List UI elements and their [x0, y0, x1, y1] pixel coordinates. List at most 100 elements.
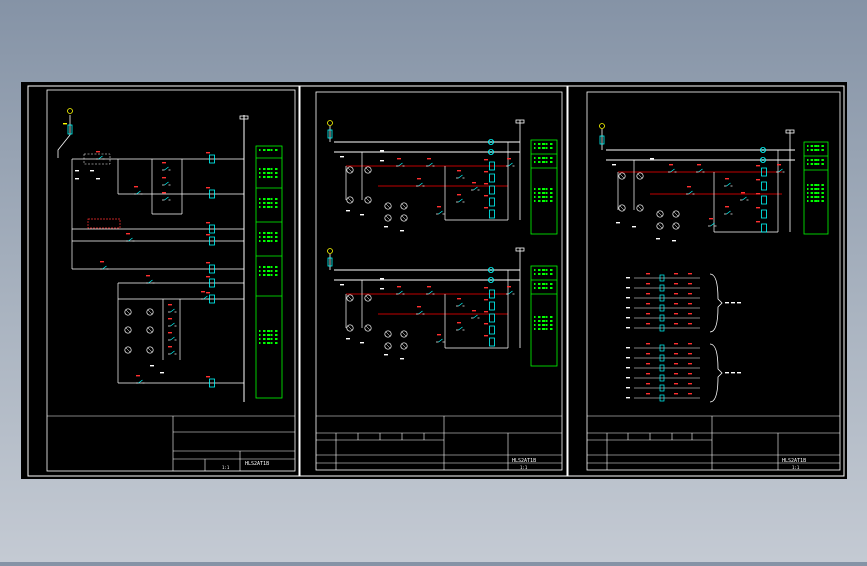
label-mark: [674, 353, 678, 355]
label-mark: [756, 193, 760, 195]
label-mark: [168, 304, 172, 306]
label-mark: [646, 343, 650, 345]
sheet-1-title-block: [47, 415, 295, 471]
annotation-glyph: [817, 184, 820, 186]
annotation-glyph: [271, 232, 273, 234]
label-mark: [646, 313, 650, 315]
input-fuse-symbol: [327, 129, 333, 139]
annotation-glyph: [821, 145, 824, 147]
label-mark: [626, 317, 630, 319]
label-mark: [646, 323, 650, 325]
indicator-lamp-symbol: [364, 294, 372, 302]
annotation-glyph: [542, 320, 546, 322]
label-mark: [484, 311, 488, 313]
label-mark: [626, 357, 630, 359]
annotation-glyph: [275, 202, 278, 204]
label-mark: [206, 187, 210, 189]
label-mark: [646, 363, 650, 365]
annotation-glyph: [550, 324, 553, 326]
annotation-glyph: [807, 200, 809, 202]
annotation-glyph: [275, 334, 278, 336]
annotation-glyph: [267, 330, 271, 332]
contact-blade: [148, 279, 153, 284]
indicator-lamp-symbol: [346, 294, 354, 302]
label-mark: [75, 178, 79, 180]
label-mark: [206, 222, 210, 224]
annotation-glyph: [550, 287, 553, 289]
label-mark: [206, 234, 210, 236]
relay-coil-symbol: [489, 209, 495, 219]
indicator-lamp-symbol: [346, 324, 354, 332]
annotation-glyph: [275, 198, 278, 200]
label-mark: [737, 302, 741, 304]
relay-coil-symbol: [489, 301, 495, 311]
contact-blade: [473, 314, 478, 319]
annotation-glyph: [542, 269, 546, 271]
annotation-glyph: [810, 200, 814, 202]
annotation-glyph: [546, 316, 548, 318]
annotation-glyph: [814, 163, 818, 165]
relay-coil-symbol: [209, 154, 215, 164]
lamp-cross-stroke: [657, 223, 663, 229]
label-mark: [731, 302, 735, 304]
terminal-circle-symbol: [760, 146, 767, 153]
label-mark: [777, 164, 781, 166]
sheet-1: HLS2AT1B 1:1: [27, 85, 300, 477]
annotation-glyph: [550, 192, 553, 194]
label-mark: [162, 177, 166, 179]
label-mark: [417, 306, 421, 308]
annotation-glyph: [259, 266, 261, 268]
label-mark: [162, 192, 166, 194]
indicator-lamp-symbol: [384, 202, 392, 210]
terminal-block: [659, 284, 665, 292]
sheet-1-control-rungs: [71, 158, 244, 384]
annotation-glyph: [538, 283, 541, 285]
annotation-glyph: [534, 200, 536, 202]
label-mark: [437, 206, 441, 208]
label-mark: [626, 287, 630, 289]
label-mark: [646, 383, 650, 385]
lamp-cross-stroke: [125, 309, 131, 315]
contact-blade: [438, 210, 443, 215]
label-mark: [688, 273, 692, 275]
label-mark: [457, 170, 461, 172]
annotation-glyph: [534, 324, 536, 326]
annotation-glyph: [259, 232, 261, 234]
annotation-glyph: [810, 188, 814, 190]
annotation-glyph: [546, 273, 548, 275]
annotation-glyph: [271, 168, 273, 170]
annotation-glyph: [263, 274, 266, 276]
grouping-brace: [709, 343, 723, 403]
sheet-1-source-marker: [67, 108, 73, 114]
sheet-3-circuit: [599, 123, 795, 242]
sheet-2-annotation-glyphs: [534, 143, 553, 330]
label-mark: [457, 194, 461, 196]
terminal-cross-stroke: [761, 158, 765, 162]
annotation-glyph: [259, 198, 261, 200]
label-mark: [206, 292, 210, 294]
sheet-1-input-fuse: [67, 124, 73, 135]
label-mark: [206, 262, 210, 264]
contact-blade: [418, 310, 423, 315]
label-mark: [646, 353, 650, 355]
annotation-glyph: [542, 161, 546, 163]
relay-coil-symbol: [489, 185, 495, 195]
annotation-glyph: [275, 232, 278, 234]
relay-coil-symbol: [209, 236, 215, 246]
terminal-circle-symbol: [487, 266, 494, 273]
lamp-cross-stroke: [347, 167, 353, 173]
annotation-glyph: [259, 149, 261, 151]
contact-blade: [428, 290, 433, 295]
annotation-glyph: [259, 274, 261, 276]
annotation-glyph: [263, 176, 266, 178]
contact-blade: [438, 338, 443, 343]
sheet-3-annotation-glyphs: [807, 145, 824, 202]
annotation-glyph: [814, 159, 818, 161]
annotation-glyph: [534, 316, 536, 318]
annotation-glyph: [267, 149, 271, 151]
input-fuse-symbol: [327, 257, 333, 267]
contact-blade: [670, 168, 675, 173]
annotation-glyph: [263, 172, 266, 174]
